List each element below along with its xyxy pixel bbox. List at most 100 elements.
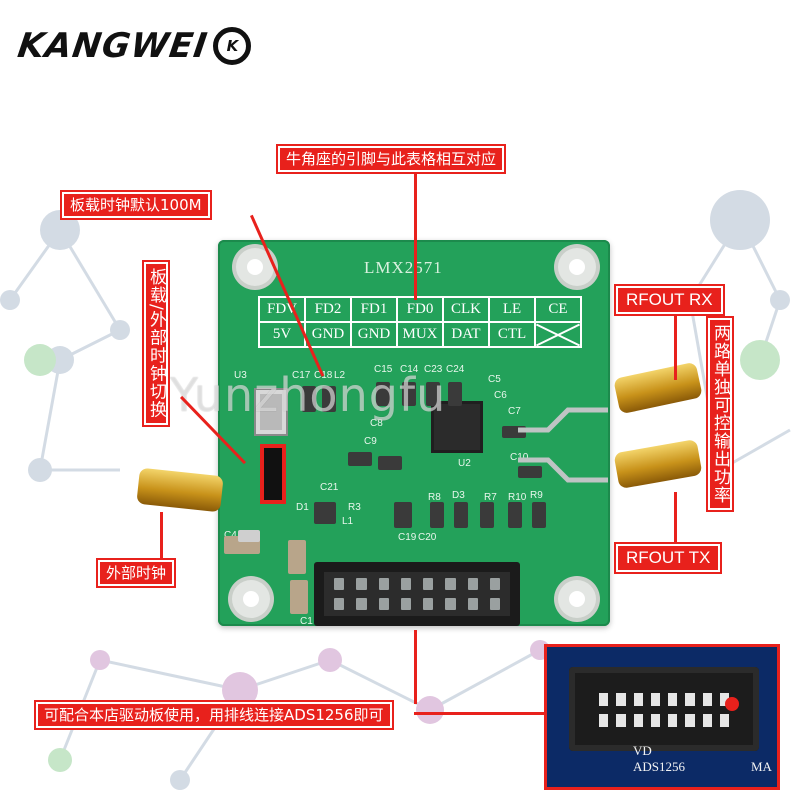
watermark: Yunzhongfu [170,368,447,422]
callout-rfout-tx: RFOUT TX [613,542,723,574]
brand-name: KANGWEI [15,26,211,66]
pin-cell: CE [534,296,582,323]
pin-cell: DAT [442,321,490,348]
header-pin [467,578,478,590]
capacitor [290,580,308,614]
silk-label: C9 [364,436,377,447]
pin-cell: GND [304,321,352,348]
pin-cell: CTL [488,321,536,348]
callout-driver-board: 可配合本店驱动板使用，用排线连接ADS1256即可 [34,700,394,730]
chip-name: LMX2571 [364,258,443,277]
header-pin [489,598,500,610]
header-pin [685,714,695,727]
pin-cell: LE [488,296,536,323]
inset-photo-ads1256: VD ADS1256 MA [544,644,780,790]
silk-label: C19 [398,532,417,543]
silk-label: C1 [300,616,313,627]
header-pin [616,693,626,706]
clock-switch-jumper [260,444,286,504]
header-pin [445,578,456,590]
capacitor [394,502,412,528]
silk-label: R7 [484,492,497,503]
pin-cell: FD1 [350,296,398,323]
callout-rfout-rx: RFOUT RX [614,284,725,316]
header-pin [378,598,389,610]
silk-label: C24 [446,364,465,375]
rf-traces [518,407,608,483]
pin-table: FDV FD2 FD1 FD0 CLK LE CE 5V GND GND MUX… [258,296,582,348]
silk-label: D1 [296,502,309,513]
silk-label: C4 [224,530,237,541]
lmx2571-chip [434,404,480,450]
silk-label: C15 [374,364,393,375]
header-pin [685,693,695,706]
silk-label: U3 [234,370,247,381]
callout-clock-switch: 板载/外部时钟切换 [142,260,170,427]
silk-label: R8 [428,492,441,503]
header-pin [599,693,609,706]
silk-label: U2 [458,458,471,469]
resistor [430,502,444,528]
silk-label: C23 [424,364,443,375]
capacitor [348,452,372,466]
silk-label: R3 [348,502,361,513]
header-pin [334,578,345,590]
pin-cell: CLK [442,296,490,323]
mounting-hole [558,580,596,618]
inset-silk-ma: MA [751,759,772,774]
inset-silk-vd: VD [633,743,652,758]
header-pin [356,598,367,610]
header-pin [616,714,626,727]
pin-cell: FD0 [396,296,444,323]
resistor [480,502,494,528]
pin-cell: GND [350,321,398,348]
callout-line [414,630,417,704]
header-pin [400,578,411,590]
header-pin [633,714,643,727]
resistor [238,530,260,542]
callout-line [160,512,163,572]
silk-label: R10 [508,492,527,503]
callout-line [674,492,677,544]
header-pin [668,714,678,727]
header-pin [467,598,478,610]
resistor [508,502,522,528]
header-pin [599,714,609,727]
capacitor [376,382,390,406]
capacitor [302,386,316,412]
header-pin [702,714,712,727]
resistor [532,502,546,528]
silk-label: C6 [494,390,507,401]
inset-silk-ads1256: ADS1256 [633,759,686,774]
silk-label: L1 [342,516,354,527]
pcb-board: LMX2571 FDV FD2 FD1 FD0 CLK LE CE 5V GND… [218,240,610,627]
pin1-marker [725,697,739,711]
silk-label: C8 [370,418,383,429]
pin-cell: MUX [396,321,444,348]
led [454,502,468,528]
capacitor [402,382,416,406]
brand-logo: KANGWEI K [15,26,252,66]
oscillator [254,388,288,436]
capacitor [288,540,306,574]
silk-label: C5 [488,374,501,385]
callout-line [414,172,417,300]
idc-header [314,562,520,626]
pin-cell-empty [534,321,582,348]
header-pin [702,693,712,706]
callout-external-clock: 外部时钟 [95,558,177,588]
header-pin [423,598,434,610]
header-pin [334,598,345,610]
header-pin [423,578,434,590]
header-pin [400,598,411,610]
header-pin [719,714,729,727]
header-pin [650,714,660,727]
silk-label: D3 [452,490,465,501]
capacitor [378,456,402,470]
silk-label: C21 [320,482,339,493]
callout-line [674,310,677,380]
capacitor [518,466,542,478]
callout-pin-mapping: 牛角座的引脚与此表格相互对应 [275,144,507,174]
callout-rfout-power: 两路单独可控输出功率 [706,316,734,512]
